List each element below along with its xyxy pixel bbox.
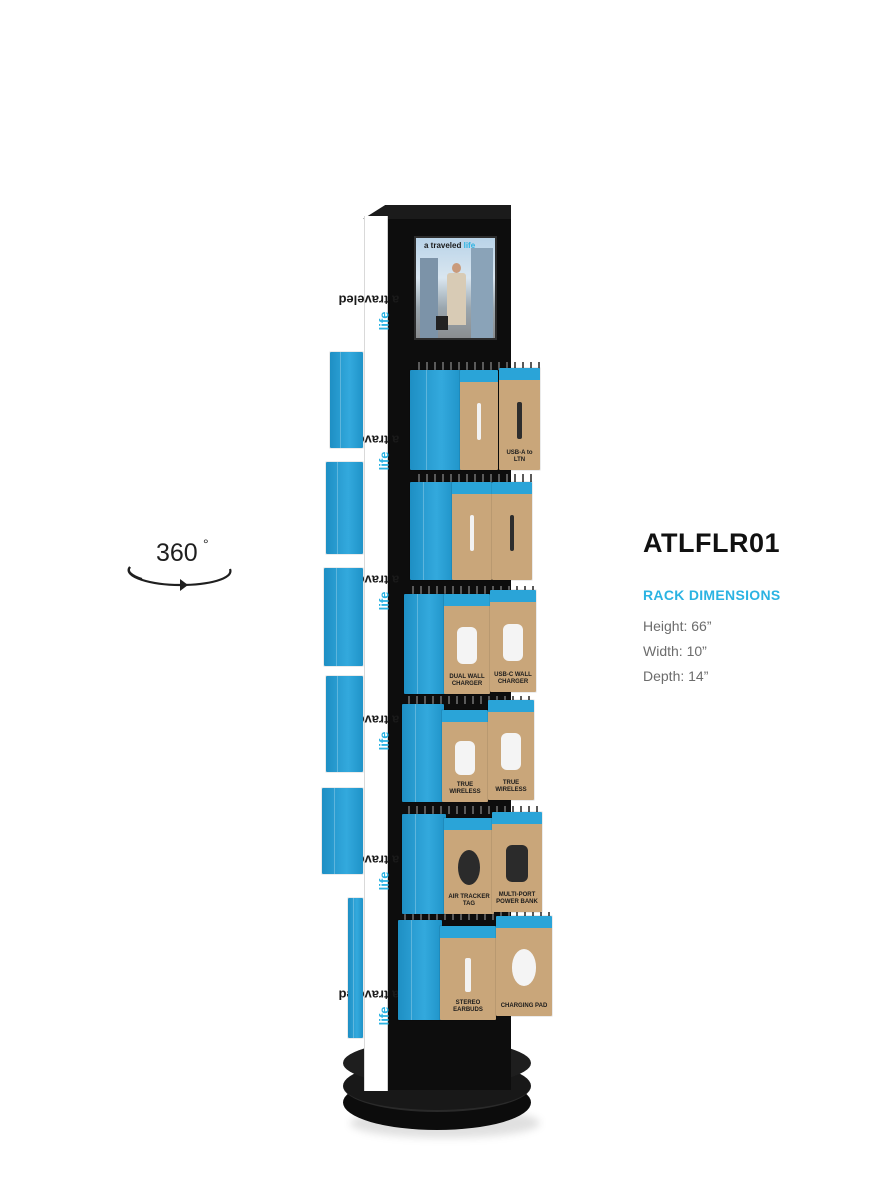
dimension-width: Width: 10” [643, 643, 707, 659]
side-package-stack [326, 676, 363, 772]
dimension-depth: Depth: 14” [643, 668, 709, 684]
package-lightning-cable [460, 370, 498, 470]
package-charging-pad: CHARGING PAD [496, 916, 552, 1016]
brand-logo: a traveled life [338, 292, 399, 331]
hook-row [406, 586, 536, 594]
package-stack [404, 594, 446, 694]
package-stack [410, 370, 462, 470]
degree-symbol: ° [203, 536, 209, 552]
package-power-bank: MULTI-PORT POWER BANK [492, 812, 542, 912]
hook-row [402, 696, 536, 704]
product-art [476, 403, 482, 441]
package-stack [398, 920, 442, 1020]
rotation-badge[interactable]: 360 ° [122, 535, 237, 595]
product-code: ATLFLR01 [643, 528, 780, 558]
hook-row [412, 474, 532, 482]
product-art [511, 949, 537, 987]
dimension-height: Height: 66” [643, 618, 712, 634]
screen-person [447, 273, 466, 325]
brand-logo: a traveled life [338, 572, 399, 611]
screen-building [471, 248, 493, 338]
side-package-stack [322, 788, 363, 874]
brand-logo: a traveled life [338, 712, 399, 751]
rack-tower-top [363, 205, 511, 219]
product-info: ATLFLR01 RACK DIMENSIONS Height: 66” Wid… [643, 528, 883, 689]
package-usb-c-cable [452, 482, 492, 580]
package-usb-a-ltn: USB-A to LTN [499, 368, 540, 470]
screen-brand-logo: a traveled life [424, 241, 476, 250]
screen-building [420, 258, 438, 338]
rotate-arrow-icon [127, 566, 232, 591]
screen-luggage [436, 316, 448, 330]
side-package-stack [324, 568, 363, 666]
brand-strip: a traveled life a traveled life a travel… [338, 216, 399, 1091]
package-true-wireless: TRUE WIRELESS [442, 710, 488, 802]
hook-row [412, 362, 540, 370]
product-art [502, 623, 524, 662]
hook-row [402, 806, 542, 814]
brand-logo: a traveled life [338, 852, 399, 891]
package-stereo-earbuds: STEREO EARBUDS [440, 926, 496, 1020]
product-art [469, 514, 475, 551]
package-stack [402, 704, 444, 802]
promo-screen: a traveled life [414, 236, 497, 340]
screen-person [452, 263, 461, 273]
package-dual-wall-charger: DUAL WALL CHARGER [444, 594, 490, 694]
side-package-stack [330, 352, 363, 448]
dimensions-heading: RACK DIMENSIONS [643, 587, 781, 603]
package-stack [402, 814, 446, 914]
product-art [456, 627, 478, 665]
rotation-label: 360 [156, 539, 198, 567]
product-art [458, 850, 480, 886]
brand-logo: a traveled life [338, 987, 399, 1026]
package-multi-cable [492, 482, 532, 580]
brand-logo: a traveled life [338, 432, 399, 471]
hook-row [398, 912, 550, 920]
product-art [464, 957, 472, 993]
product-art [500, 733, 522, 771]
product-art [509, 514, 515, 551]
side-package-stack [326, 462, 363, 554]
side-package-stack [348, 898, 363, 1038]
package-air-tracker-tag: AIR TRACKER TAG [444, 818, 494, 914]
package-true-wireless: TRUE WIRELESS [488, 700, 534, 800]
package-usb-c-wall-charger: USB-C WALL CHARGER [490, 590, 536, 692]
product-art [517, 401, 522, 440]
product-art [454, 741, 476, 775]
package-stack [410, 482, 454, 580]
product-art [506, 845, 528, 883]
